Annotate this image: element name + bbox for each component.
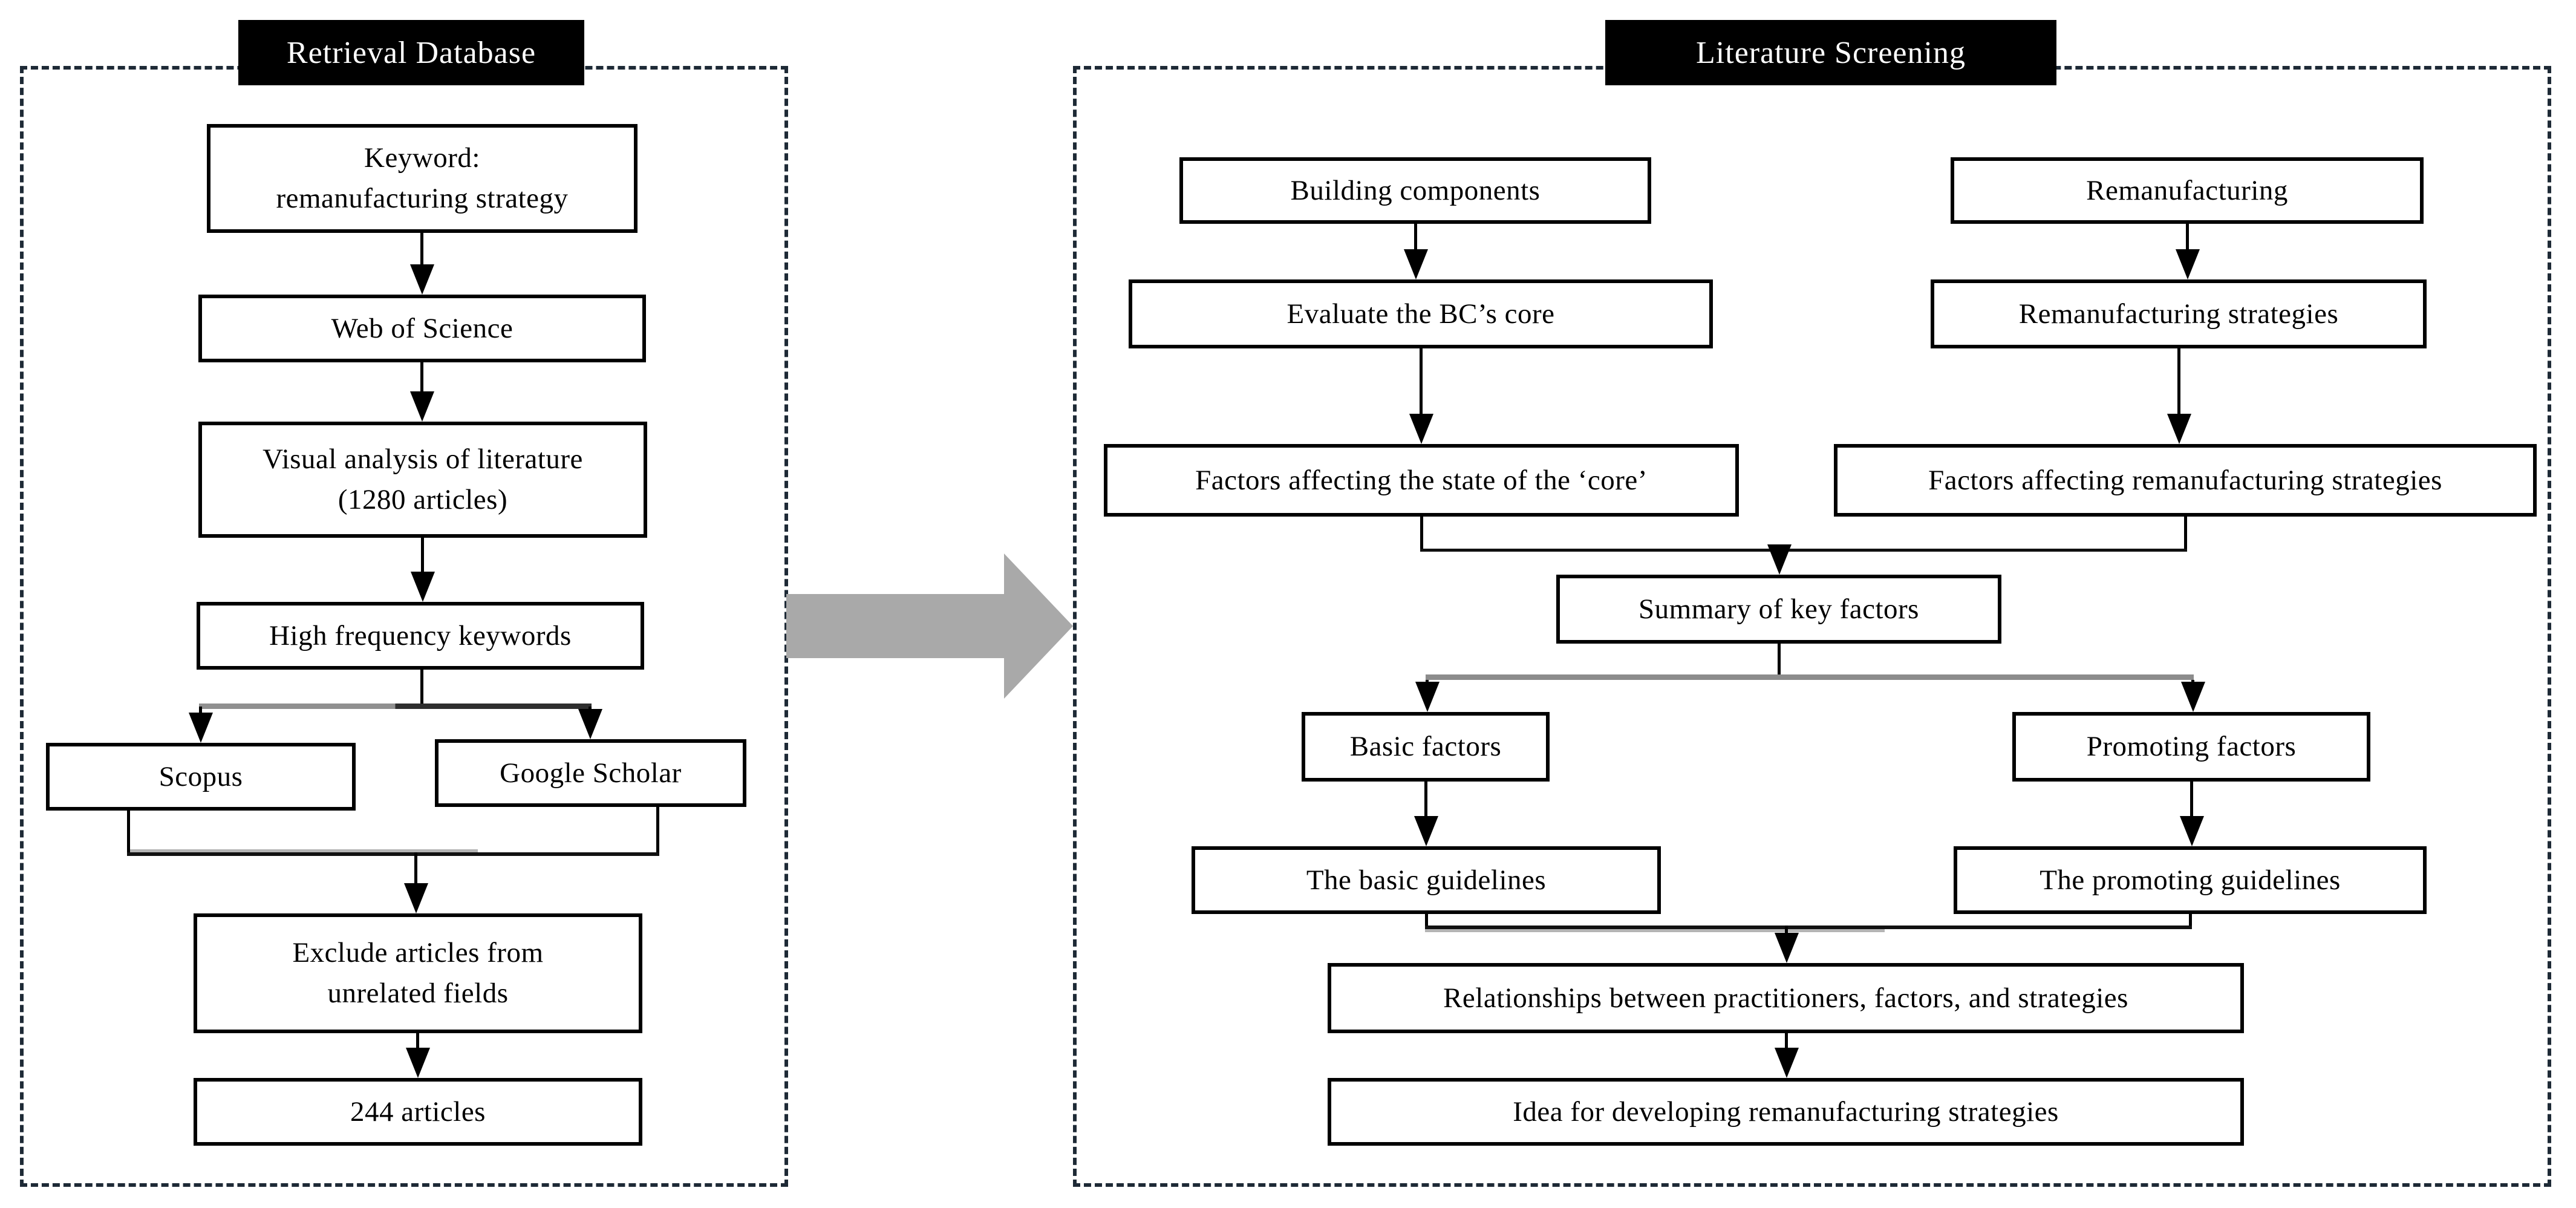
node-visual-analysis-line2: (1280 articles) [337, 484, 508, 515]
connector-merge-to-exclude [414, 852, 417, 886]
arrowhead-to-factors-strategies-icon [2167, 414, 2191, 444]
arrowhead-to-summary-icon [1767, 544, 1792, 575]
node-basic-factors-label: Basic factors [1349, 731, 1502, 763]
connector-branch-to-scopus [199, 707, 202, 715]
node-basic-guidelines-label: The basic guidelines [1306, 864, 1547, 896]
connector-basic-guidelines-drop [1425, 914, 1428, 928]
node-relationships: Relationships between practitioners, fac… [1328, 963, 2244, 1033]
connector-google-scholar-drop [656, 807, 659, 854]
arrowhead-to-idea-icon [1775, 1048, 1799, 1078]
connector-wos-to-visual [420, 362, 423, 394]
connector-visual-to-highfreq [421, 538, 424, 574]
connector-highfreq-stem [420, 670, 423, 705]
node-scopus-label: Scopus [158, 760, 243, 792]
node-building-components: Building components [1179, 157, 1651, 224]
arrowhead-reman-to-strategies-icon [2176, 249, 2200, 279]
arrowhead-to-244-icon [406, 1048, 430, 1078]
node-google-scholar: Google Scholar [435, 739, 746, 807]
arrowhead-to-relationships-icon [1775, 933, 1799, 963]
connector-evaluate-to-factors-core [1420, 348, 1423, 414]
node-244-articles-label: 244 articles [350, 1095, 486, 1128]
node-remanufacturing-strategies-label: Remanufacturing strategies [2018, 298, 2339, 330]
node-promoting-guidelines-label: The promoting guidelines [2040, 864, 2341, 896]
node-basic-factors: Basic factors [1302, 712, 1550, 782]
connector-scopus-drop [127, 811, 130, 854]
arrowhead-to-promoting-guidelines-icon [2180, 816, 2204, 846]
arrowhead-visual-to-highfreq-icon [411, 572, 435, 602]
arrowhead-to-promoting-factors-icon [2181, 682, 2205, 712]
node-relationships-label: Relationships between practitioners, fac… [1443, 982, 2128, 1014]
node-promoting-factors-label: Promoting factors [2086, 731, 2297, 763]
connector-merge-bar-databases [127, 852, 659, 856]
node-building-components-label: Building components [1290, 174, 1541, 206]
arrowhead-keyword-to-wos-icon [410, 264, 434, 295]
arrowhead-to-basic-factors-icon [1415, 682, 1440, 712]
node-google-scholar-label: Google Scholar [500, 757, 682, 789]
connector-guidelines-merge-bar [1425, 926, 2192, 929]
node-idea-label: Idea for developing remanufacturing stra… [1513, 1095, 2059, 1128]
connector-guidelines-merge-shadow [1425, 929, 1885, 932]
arrowhead-to-factors-core-icon [1409, 414, 1433, 444]
node-high-frequency-keywords: High frequency keywords [197, 602, 644, 670]
node-summary-key-factors-label: Summary of key factors [1639, 593, 1919, 625]
connector-factors-strategies-drop [2184, 517, 2187, 552]
node-visual-analysis-line1: Visual analysis of literature [262, 443, 583, 475]
node-high-frequency-keywords-label: High frequency keywords [269, 619, 572, 651]
node-remanufacturing: Remanufacturing [1951, 157, 2424, 224]
node-idea: Idea for developing remanufacturing stra… [1328, 1078, 2244, 1146]
node-scopus: Scopus [46, 743, 356, 811]
node-visual-analysis: Visual analysis of literature (1280 arti… [198, 422, 647, 538]
connector-keyword-to-wos [420, 233, 423, 267]
retrieval-database-title: Retrieval Database [238, 20, 584, 85]
node-promoting-factors: Promoting factors [2012, 712, 2370, 782]
arrowhead-bc-to-evaluate-icon [1404, 249, 1428, 279]
node-basic-guidelines: The basic guidelines [1192, 846, 1661, 914]
node-summary-key-factors: Summary of key factors [1556, 575, 2001, 644]
literature-screening-title: Literature Screening [1605, 20, 2056, 85]
node-keyword-line1: Keyword: [364, 142, 480, 174]
arrowhead-to-basic-guidelines-icon [1414, 816, 1438, 846]
connector-summary-stem [1778, 644, 1781, 677]
arrowhead-to-exclude-icon [404, 883, 428, 913]
connector-branch-bar-factors [1426, 674, 2194, 680]
connector-bc-to-evaluate [1414, 224, 1417, 249]
connector-branch-bar-databases [199, 704, 592, 709]
node-244-articles: 244 articles [194, 1078, 642, 1146]
node-web-of-science-label: Web of Science [331, 312, 514, 344]
node-promoting-guidelines: The promoting guidelines [1954, 846, 2427, 914]
node-factors-core: Factors affecting the state of the ‘core… [1104, 444, 1739, 517]
node-keyword: Keyword: remanufacturing strategy [207, 124, 637, 233]
node-remanufacturing-strategies: Remanufacturing strategies [1931, 279, 2427, 348]
node-keyword-line2: remanufacturing strategy [276, 183, 569, 214]
node-exclude-articles-line2: unrelated fields [327, 978, 509, 1009]
connector-reman-to-strategies [2186, 224, 2189, 249]
node-factors-strategies: Factors affecting remanufacturing strate… [1834, 444, 2537, 517]
connector-promoting-guidelines-drop [2189, 914, 2192, 928]
node-factors-strategies-label: Factors affecting remanufacturing strate… [1928, 464, 2442, 496]
connector-basic-to-guidelines [1424, 782, 1427, 817]
connector-relationships-to-idea [1785, 1033, 1788, 1049]
connector-factors-core-drop [1420, 517, 1423, 552]
node-evaluate-bc-core-label: Evaluate the BC’s core [1286, 298, 1555, 330]
connector-promoting-to-guidelines [2190, 782, 2193, 817]
node-factors-core-label: Factors affecting the state of the ‘core… [1195, 464, 1648, 496]
panel-transition-arrow-icon [1004, 553, 1073, 699]
arrowhead-to-google-scholar-icon [578, 709, 602, 739]
connector-elbow-bar-to-summary [1420, 549, 2187, 552]
arrowhead-to-scopus-icon [189, 713, 213, 743]
connector-merge-to-relationships [1785, 926, 1788, 934]
connector-exclude-to-244 [416, 1033, 419, 1049]
connector-merge-bar-shadow [127, 849, 478, 852]
node-web-of-science: Web of Science [198, 295, 646, 362]
node-remanufacturing-label: Remanufacturing [2086, 174, 2288, 206]
node-exclude-articles: Exclude articles from unrelated fields [194, 913, 642, 1033]
arrowhead-wos-to-visual-icon [410, 391, 434, 422]
connector-strategies-to-factors [2177, 348, 2180, 414]
node-exclude-articles-line1: Exclude articles from [292, 937, 544, 969]
retrieval-database-title-label: Retrieval Database [286, 35, 536, 70]
node-evaluate-bc-core: Evaluate the BC’s core [1129, 279, 1713, 348]
panel-transition-arrow-shaft [786, 594, 1005, 658]
literature-screening-title-label: Literature Screening [1696, 35, 1966, 70]
